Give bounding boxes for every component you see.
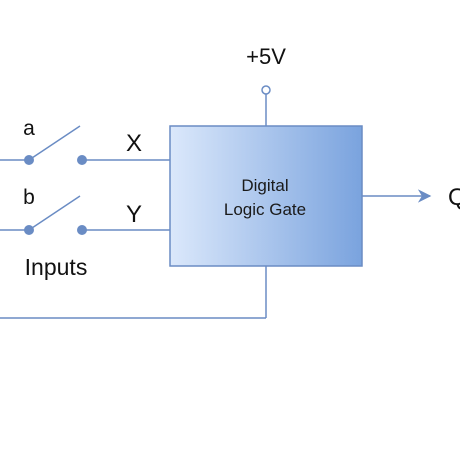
logic-gate-box	[169, 125, 363, 267]
gate-label-line1: Digital	[241, 176, 288, 195]
output-label: Q	[448, 184, 460, 211]
switch-b-label: b	[23, 186, 35, 209]
switch-b-lever	[28, 195, 81, 231]
input-y-label: Y	[126, 201, 142, 228]
gate-label-line2: Logic Gate	[224, 200, 306, 219]
supply-terminal	[261, 85, 271, 95]
switch-a-label: a	[23, 117, 35, 140]
switch-a-lever	[28, 125, 81, 161]
supply-voltage-label: +5V	[246, 44, 286, 69]
input-x-label: X	[126, 130, 142, 157]
inputs-caption: Inputs	[25, 254, 88, 280]
